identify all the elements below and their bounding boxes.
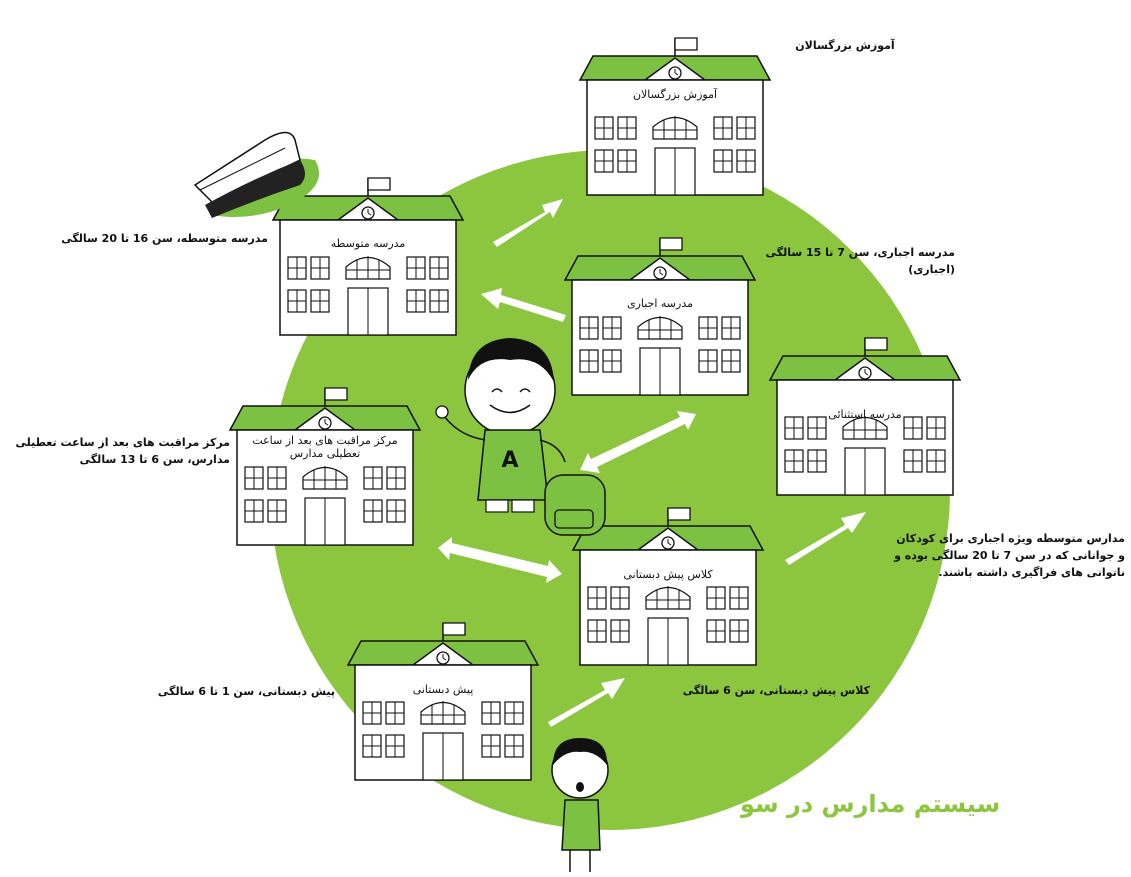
label-secondary-school: مدرسه متوسطه، سن 16 تا 20 سالگی xyxy=(61,232,268,245)
arrow-preschool-to-class xyxy=(548,678,625,727)
building-label-secondary: مدرسه متوسطه xyxy=(330,237,406,250)
student-cap-icon xyxy=(193,131,320,218)
preschool-class-building xyxy=(572,507,764,666)
compulsory-school-building xyxy=(564,237,756,396)
page-title: سیستم مدارس در سو xyxy=(740,790,1001,818)
label-compulsory-school: مدرسه اجباری، سن 7 تا 15 سالگی (اجباری) xyxy=(765,246,955,276)
building-label-after-school: مرکز مراقبت های بعد از ساعت تعطیلی مدارس xyxy=(252,434,398,460)
arrow-class-to-special xyxy=(785,512,866,565)
arrow-child-compulsory xyxy=(580,411,696,473)
shirt-letter: A xyxy=(501,448,518,473)
flow-arrows xyxy=(438,199,866,727)
arrow-afterschool-class xyxy=(438,537,562,583)
label-preschool: پیش دبستانی، سن 1 تا 6 سالگی xyxy=(157,685,335,698)
adult-education-building xyxy=(579,37,771,196)
label-preschool-class: کلاس پیش دبستانی، سن 6 سالگی xyxy=(682,684,870,697)
label-special-school: مدارس متوسطه ویژه اجباری برای کودکان و ج… xyxy=(894,532,1125,579)
child-with-backpack: A xyxy=(435,338,606,536)
label-after-school-center: مرکز مراقبت های بعد از ساعت تعطیلی مدارس… xyxy=(15,436,230,466)
building-label-special: مدرسه استثنائی xyxy=(828,408,902,421)
label-adult-education: آموزش بزرگسالان xyxy=(795,39,895,52)
building-label-compulsory: مدرسه اجباری xyxy=(626,297,694,310)
building-label-preschool: پیش دبستانی xyxy=(412,683,474,696)
secondary-school-building xyxy=(272,177,464,336)
arrow-compulsory-to-secondary xyxy=(481,288,566,322)
preschool-building xyxy=(347,622,539,781)
after-school-center-building xyxy=(229,387,421,546)
building-label-preschool-class: کلاس پیش دبستانی xyxy=(623,568,713,581)
arrow-secondary-to-adult xyxy=(493,199,563,247)
small-child xyxy=(551,738,609,872)
building-label-adult: آموزش بزرگسالان xyxy=(632,88,718,101)
